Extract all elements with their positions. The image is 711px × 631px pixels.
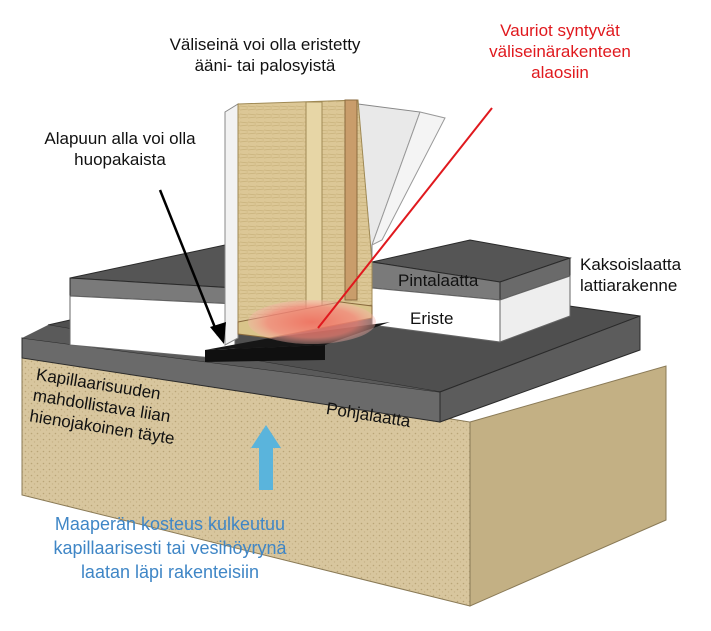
right-insulation-side	[499, 275, 571, 343]
surface-slab-label: Pintalaatta	[398, 271, 479, 290]
moisture-note-line-1: Maaperän kosteus kulkeutuu	[54, 514, 286, 534]
partition-note-line-2: ääni- tai palosyistä	[194, 56, 336, 75]
black-pointer-arrow	[158, 189, 220, 336]
partition-note-line-1: Väliseinä voi olla eristetty	[169, 35, 361, 54]
double-slab-note: Kaksoislaatta lattiarakenne	[580, 254, 681, 296]
damage-note-line-3: alaosiin	[531, 63, 589, 82]
partition-board-left	[224, 103, 239, 346]
damage-note-line-1: Vauriot syntyvät	[500, 21, 620, 40]
stud-front	[305, 101, 323, 313]
double-slab-note-line-1: Kaksoislaatta	[580, 255, 682, 274]
partition-insulation	[237, 99, 373, 331]
damage-note-line-2: väliseinärakenteen	[489, 42, 631, 61]
fill-soil-side	[469, 365, 667, 607]
moisture-note-line-2: kapillaarisesti tai vesihöyrynä	[53, 538, 287, 558]
insulation-label: Eriste	[410, 309, 454, 328]
damage-note: Vauriot syntyvät väliseinärakenteen alao…	[455, 20, 665, 83]
felt-strip-note-line-1: Alapuun alla voi olla	[44, 129, 196, 148]
red-pointer-line	[317, 107, 493, 329]
felt-strip-note: Alapuun alla voi olla huopakaista	[20, 128, 220, 170]
base-slab-side	[439, 315, 641, 423]
moisture-note: Maaperän kosteus kulkeutuu kapillaarises…	[30, 512, 310, 584]
moisture-note-line-3: laatan läpi rakenteisiin	[80, 562, 260, 582]
damage-highlight	[248, 300, 376, 344]
stud-right	[344, 99, 358, 301]
partition-note: Väliseinä voi olla eristetty ääni- tai p…	[140, 34, 390, 76]
double-slab-note-line-2: lattiarakenne	[580, 276, 678, 295]
felt-strip-note-line-2: huopakaista	[74, 150, 166, 169]
up-arrow-icon	[251, 425, 281, 490]
